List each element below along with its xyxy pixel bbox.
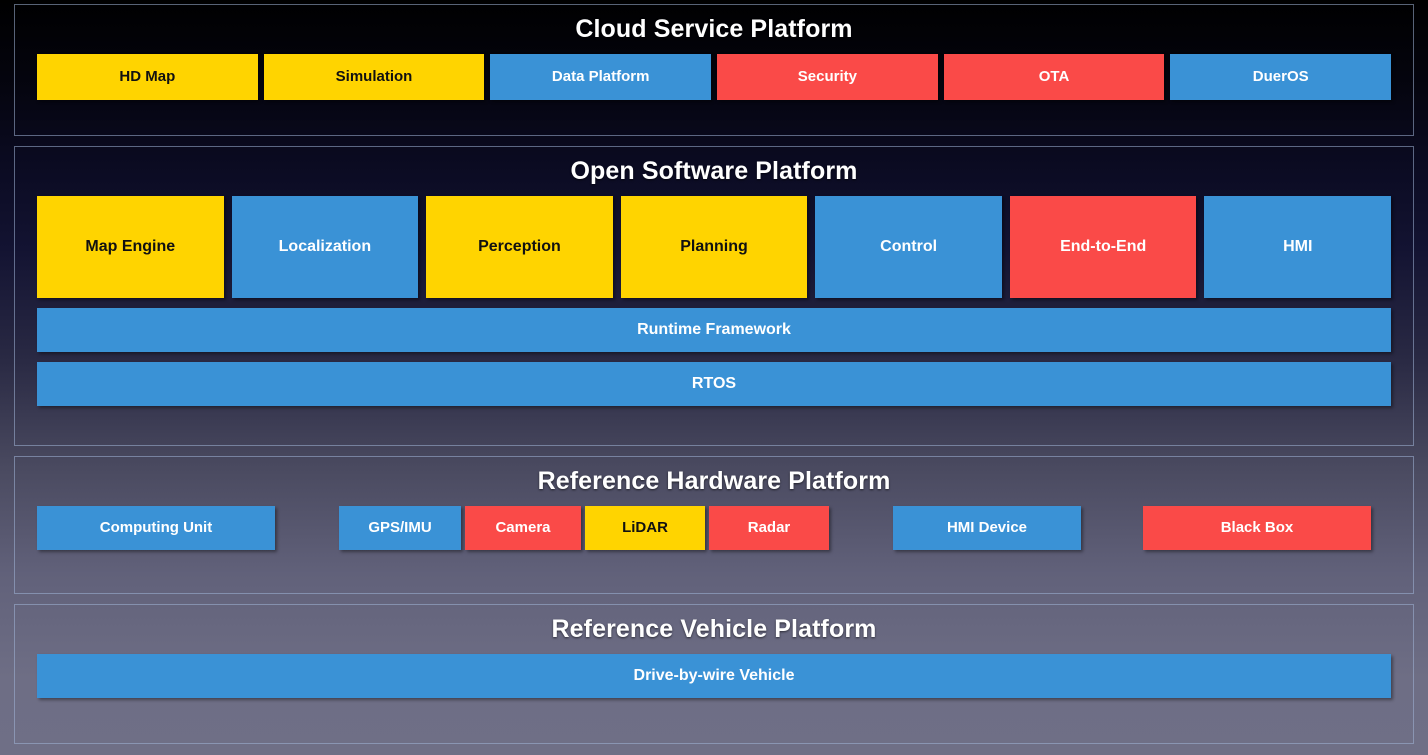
cloud-item-ota[interactable]: OTA	[943, 53, 1165, 100]
software-module-hmi[interactable]: HMI	[1204, 195, 1392, 298]
vehicle-item-drive-by-wire-vehicle[interactable]: Drive-by-wire Vehicle	[37, 653, 1391, 698]
section-reference-vehicle-platform: Reference Vehicle Platform Drive-by-wire…	[14, 604, 1414, 744]
hardware-spacer-mid	[829, 506, 893, 550]
cloud-item-security[interactable]: Security	[717, 53, 938, 100]
hardware-item-row: Computing Unit GPS/IMU Camera LiDAR Rada…	[37, 505, 1391, 550]
cloud-item-data-platform[interactable]: Data Platform	[490, 53, 712, 100]
hardware-spacer-left	[275, 506, 339, 550]
section-title-hardware: Reference Hardware Platform	[537, 467, 891, 495]
software-module-perception[interactable]: Perception	[426, 195, 613, 298]
software-module-map-engine[interactable]: Map Engine	[37, 195, 224, 298]
hardware-item-gps-imu[interactable]: GPS/IMU	[339, 505, 461, 550]
software-module-row: Map Engine Localization Perception Plann…	[37, 195, 1392, 298]
hardware-item-hmi-device[interactable]: HMI Device	[893, 505, 1081, 550]
cloud-item-dueros[interactable]: DuerOS	[1170, 53, 1392, 100]
software-module-control[interactable]: Control	[815, 195, 1002, 298]
cloud-item-simulation[interactable]: Simulation	[263, 53, 485, 100]
software-module-localization[interactable]: Localization	[231, 195, 419, 298]
section-title-cloud: Cloud Service Platform	[575, 15, 853, 43]
cloud-item-row: HD Map Simulation Data Platform Security…	[37, 53, 1392, 100]
hardware-sensor-group: GPS/IMU Camera LiDAR Radar	[339, 505, 829, 550]
software-module-planning[interactable]: Planning	[620, 195, 808, 298]
software-bar-runtime-framework[interactable]: Runtime Framework	[37, 307, 1391, 352]
hardware-item-radar[interactable]: Radar	[709, 505, 829, 550]
software-bar-rtos[interactable]: RTOS	[37, 361, 1391, 406]
software-module-end-to-end[interactable]: End-to-End	[1009, 195, 1197, 298]
section-cloud-service-platform: Cloud Service Platform HD Map Simulation…	[14, 4, 1414, 136]
section-title-vehicle: Reference Vehicle Platform	[551, 615, 877, 643]
cloud-item-hd-map[interactable]: HD Map	[37, 53, 258, 100]
hardware-spacer-right	[1081, 506, 1143, 550]
section-reference-hardware-platform: Reference Hardware Platform Computing Un…	[14, 456, 1414, 594]
hardware-item-lidar[interactable]: LiDAR	[585, 505, 705, 550]
hardware-item-black-box[interactable]: Black Box	[1143, 505, 1371, 550]
section-title-software: Open Software Platform	[570, 157, 858, 185]
hardware-item-computing-unit[interactable]: Computing Unit	[37, 505, 275, 550]
hardware-item-camera[interactable]: Camera	[465, 505, 581, 550]
section-open-software-platform: Open Software Platform Map Engine Locali…	[14, 146, 1414, 446]
